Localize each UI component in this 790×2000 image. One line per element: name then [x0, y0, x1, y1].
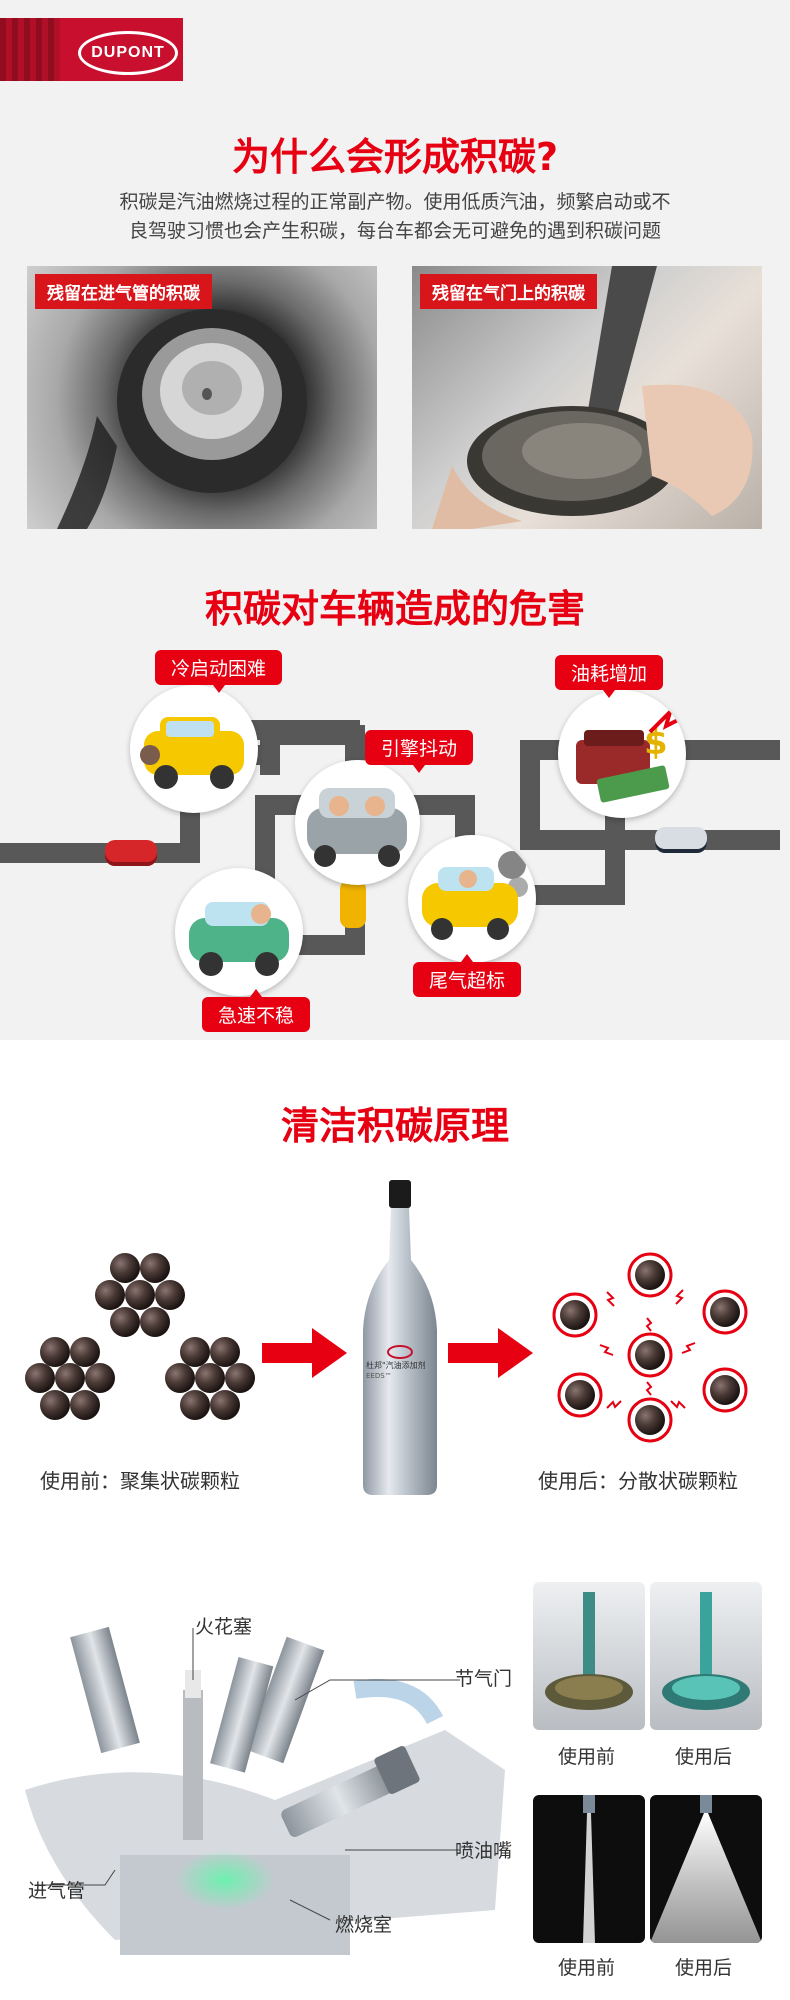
yellow-car-icon	[422, 851, 528, 940]
formation-description-line2: 良驾驶习惯也会产生积碳，每台车都会无可避免的遇到积碳问题	[128, 220, 661, 242]
injector-after-photo	[650, 1795, 762, 1943]
label-chamber: 燃烧室	[335, 1914, 393, 1936]
hazard-label-engine-shake: 引擎抖动	[365, 730, 474, 773]
bottle-label-line2: EEDS™	[366, 1372, 392, 1380]
right-arrow-icon	[448, 1328, 533, 1378]
throttle-before-caption: 使用前	[558, 1746, 616, 1768]
cold-start-illustration	[130, 685, 258, 813]
svg-text:$: $	[644, 723, 668, 763]
formation-description-line1: 积碳是汽油燃烧过程的正常副产物。使用低质汽油，频繁启动或不	[119, 191, 671, 213]
road-segment	[605, 810, 625, 905]
injector-after-caption: 使用后	[675, 1957, 733, 1979]
hazard-label-exhaust: 尾气超标	[413, 954, 522, 997]
valve-illustration	[432, 266, 753, 529]
section-title-principle: 清洁积碳原理	[280, 1104, 509, 1148]
section-title-hazards: 积碳对车辆造成的危害	[204, 587, 585, 631]
hazard-label-fuel-cost: 油耗增加	[555, 655, 664, 698]
white-car-icon	[655, 827, 707, 853]
label-intake: 进气管	[28, 1880, 86, 1902]
clean-valve-icon	[662, 1592, 750, 1710]
photo-label-valve: 残留在气门上的积碳	[420, 274, 597, 309]
yellow-car-icon	[140, 717, 244, 789]
valve-carbon-photo: 残留在气门上的积碳	[412, 266, 762, 529]
dispersed-carbon-particles	[552, 1252, 748, 1443]
wide-spray-icon	[650, 1795, 762, 1943]
hazard-label-cold-start: 冷启动困难	[155, 650, 283, 693]
bottle-label-line1: 杜邦"汽油添加剂	[366, 1361, 426, 1370]
road-segment	[520, 830, 780, 850]
throttle-before-photo	[533, 1582, 645, 1730]
label-spark-plug: 火花塞	[195, 1616, 253, 1638]
green-car-icon	[189, 902, 289, 976]
gray-car-icon	[307, 788, 407, 867]
red-car-icon	[105, 840, 157, 866]
section-title-formation: 为什么会形成积碳?	[231, 135, 559, 179]
engine-shake-illustration	[295, 760, 420, 885]
idle-unstable-illustration	[175, 868, 303, 996]
label-throttle: 节气门	[455, 1668, 513, 1690]
before-caption: 使用前：聚集状碳颗粒	[40, 1469, 240, 1493]
label-injector: 喷油嘴	[455, 1840, 513, 1862]
dirty-valve-icon	[545, 1592, 633, 1710]
clustered-carbon-particles	[25, 1253, 255, 1420]
road-segment	[520, 740, 540, 830]
road-segment	[0, 843, 200, 863]
exhaust-illustration	[408, 835, 536, 963]
yellow-car-icon	[340, 880, 366, 928]
leader-lines	[35, 1628, 460, 1921]
narrow-spray-icon	[583, 1795, 595, 1943]
engine-cross-section-diagram	[25, 1626, 505, 1955]
right-arrow-icon	[262, 1328, 347, 1378]
throttle-after-photo	[650, 1582, 762, 1730]
hazard-label-idle: 急速不稳	[202, 989, 311, 1032]
dupont-logo: DUPONT	[78, 31, 178, 75]
fuel-additive-bottle	[363, 1180, 437, 1495]
photo-label-intake: 残留在进气管的积碳	[35, 274, 212, 309]
wallet-money-icon: $	[576, 705, 679, 803]
injector-before-photo	[533, 1795, 645, 1943]
fuel-cost-illustration: $	[558, 690, 686, 818]
intake-carbon-photo: 残留在进气管的积碳	[27, 266, 377, 529]
after-caption: 使用后：分散状碳颗粒	[538, 1469, 738, 1493]
throttle-after-caption: 使用后	[675, 1746, 733, 1768]
injector-before-caption: 使用前	[558, 1957, 616, 1979]
intake-nozzle-illustration	[57, 309, 307, 529]
